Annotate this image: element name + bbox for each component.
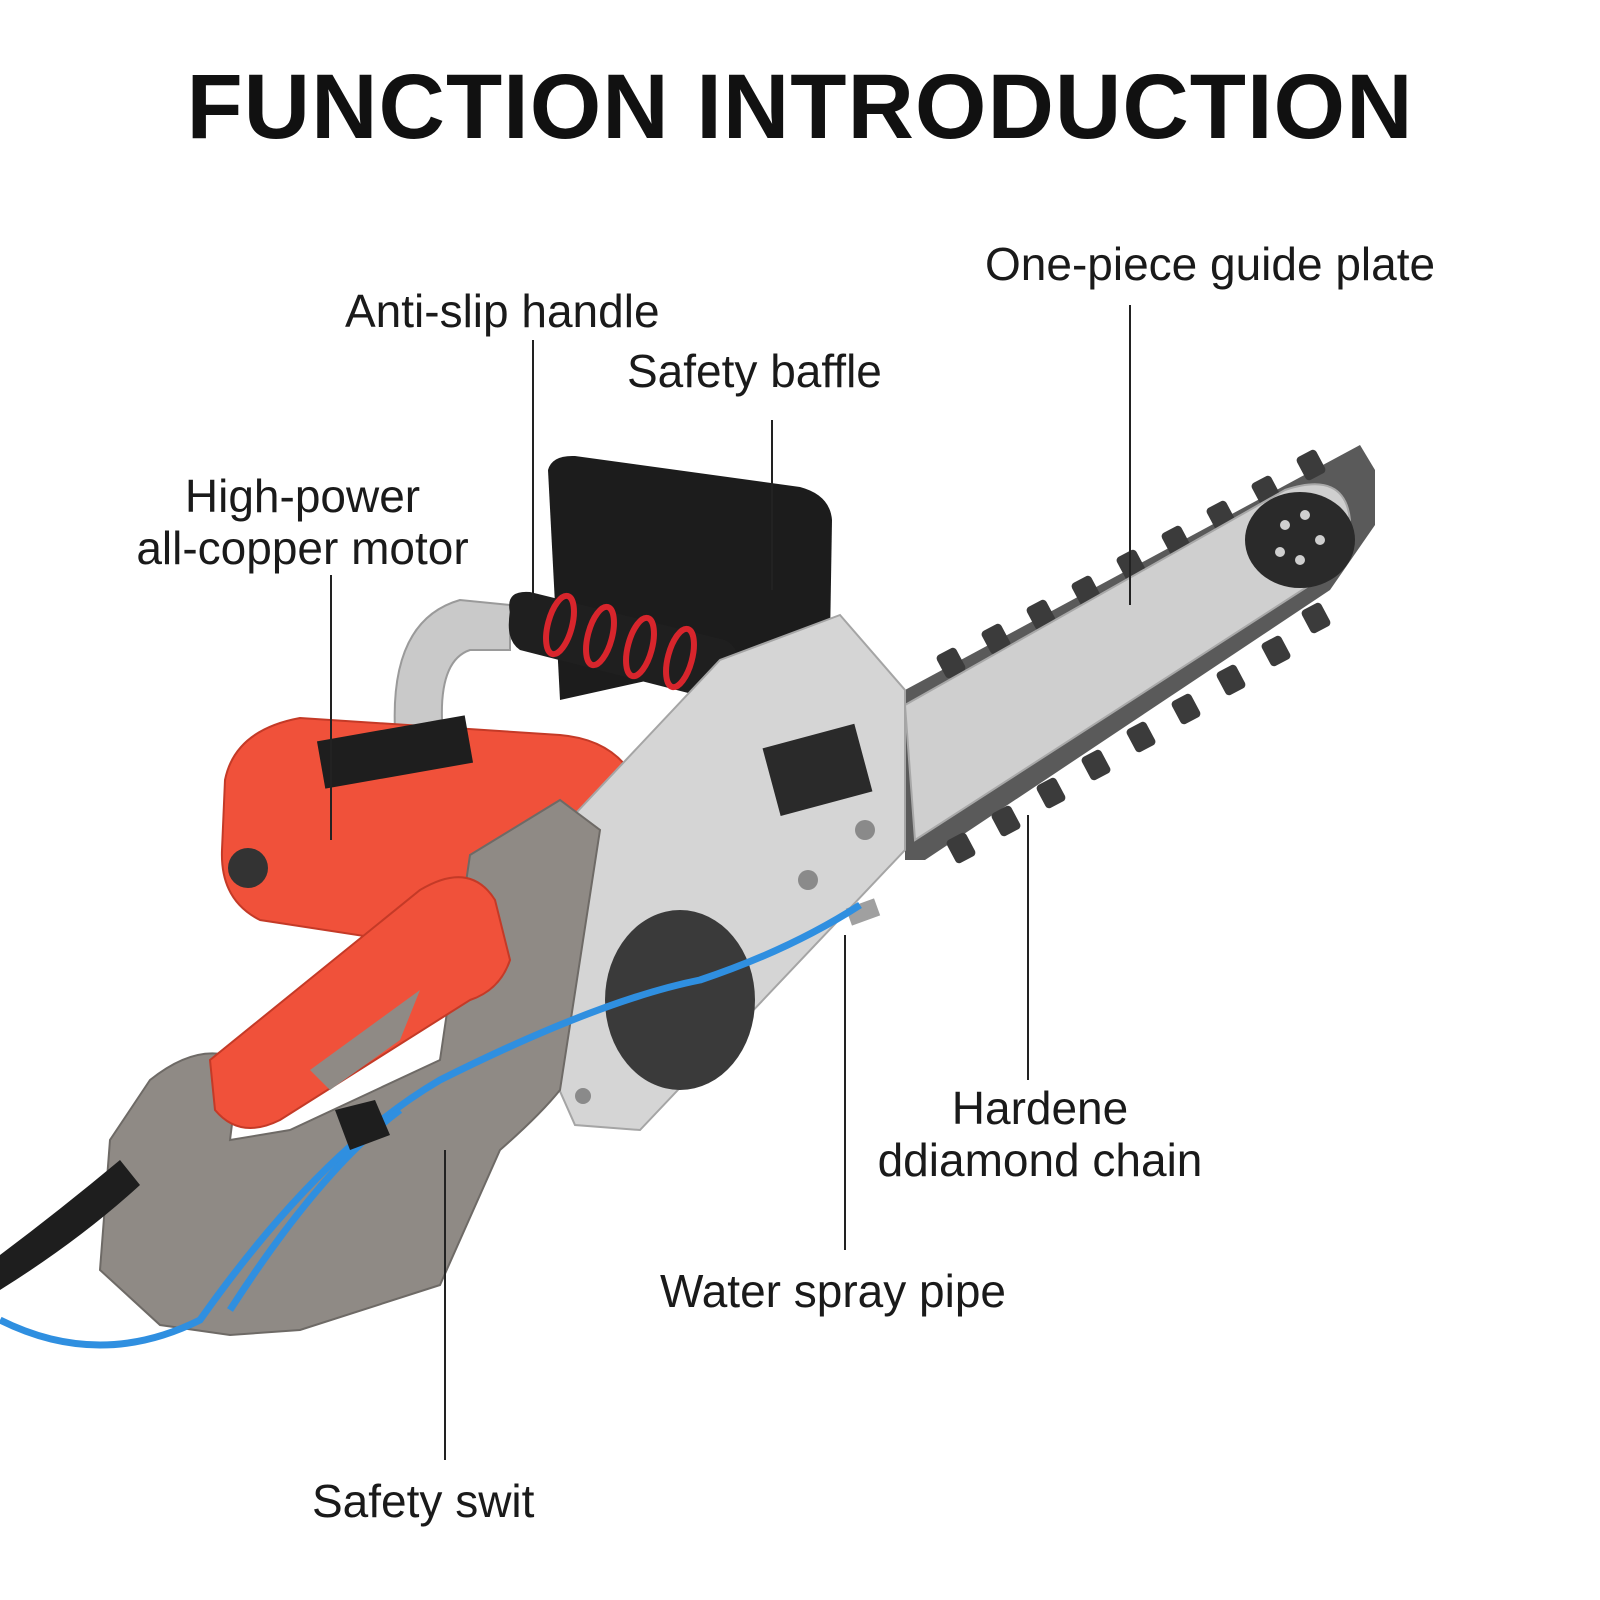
hose-connector bbox=[335, 1100, 390, 1150]
label-motor-line2: all-copper motor bbox=[136, 522, 469, 574]
label-safety-baffle: Safety baffle bbox=[627, 345, 882, 397]
anti-slip-grip bbox=[508, 591, 739, 697]
leader-lines bbox=[330, 305, 1131, 1460]
page-title: FUNCTION INTRODUCTION bbox=[186, 56, 1414, 158]
sprocket bbox=[1245, 492, 1355, 588]
motor-vent-knob bbox=[228, 848, 268, 888]
label-chain-line1: Hardene bbox=[951, 1082, 1129, 1134]
label-motor: High-power all-copper motor bbox=[100, 470, 505, 574]
rear-loop-handle bbox=[393, 598, 511, 732]
label-anti-slip-handle: Anti-slip handle bbox=[345, 285, 660, 337]
label-motor-line1: High-power bbox=[184, 470, 421, 522]
motor-nameplate bbox=[316, 715, 474, 789]
water-hose bbox=[0, 902, 862, 1349]
label-chain-line2: ddiamond chain bbox=[877, 1134, 1203, 1186]
power-cord bbox=[0, 1160, 140, 1290]
label-guide-plate: One-piece guide plate bbox=[985, 238, 1436, 290]
label-water-spray-pipe: Water spray pipe bbox=[660, 1265, 1006, 1317]
label-safety-switch: Safety swit bbox=[312, 1475, 535, 1527]
front-handle bbox=[208, 876, 512, 1129]
label-chain: Hardene ddiamond chain bbox=[855, 1082, 1225, 1186]
